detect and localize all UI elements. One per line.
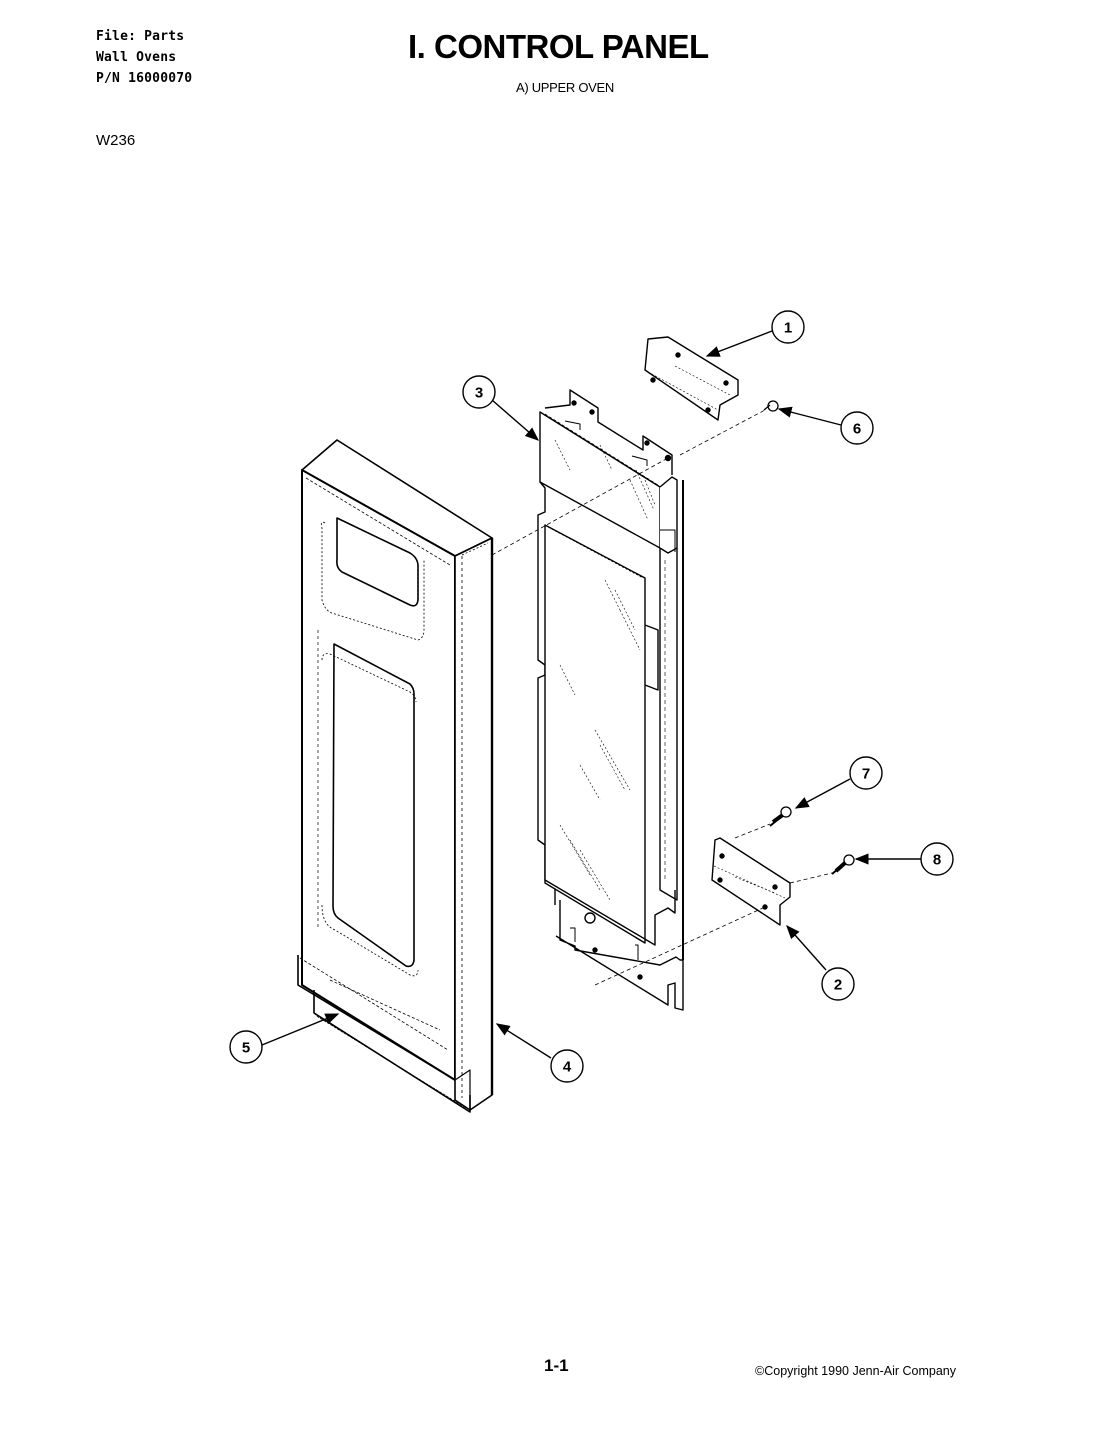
file-line: File: Parts — [96, 29, 185, 44]
file-line: P/N 16000070 — [96, 71, 193, 86]
page-subtitle: A) UPPER OVEN — [516, 80, 614, 95]
file-line: Wall Ovens — [96, 50, 177, 65]
model-number: W236 — [96, 132, 136, 149]
part-1-upper-bracket — [644, 336, 739, 421]
part-3-backing-plate — [537, 389, 684, 1011]
callout-8: 8 — [933, 852, 941, 869]
file-info: File: Parts Wall Ovens P/N 16000070 — [96, 26, 192, 89]
screw-6 — [763, 400, 779, 412]
callout-labels: 1 2 3 4 5 6 7 8 — [242, 320, 941, 1076]
callout-4: 4 — [563, 1059, 572, 1076]
page-title: I. CONTROL PANEL — [408, 28, 709, 65]
copyright-notice: ©Copyright 1990 Jenn-Air Company — [755, 1364, 956, 1378]
part-2-lower-bracket — [711, 837, 791, 926]
page-number: 1-1 — [544, 1356, 569, 1375]
assembly-lines — [491, 409, 833, 986]
callout-3: 3 — [475, 385, 483, 402]
callouts — [229, 310, 954, 1083]
part-4-housing — [297, 439, 494, 1113]
callout-2: 2 — [834, 977, 842, 994]
screw-7 — [769, 806, 792, 827]
screw-8 — [831, 854, 855, 875]
callout-1: 1 — [784, 320, 792, 337]
callout-5: 5 — [242, 1040, 250, 1057]
callout-7: 7 — [862, 766, 870, 783]
callout-6: 6 — [853, 421, 861, 438]
